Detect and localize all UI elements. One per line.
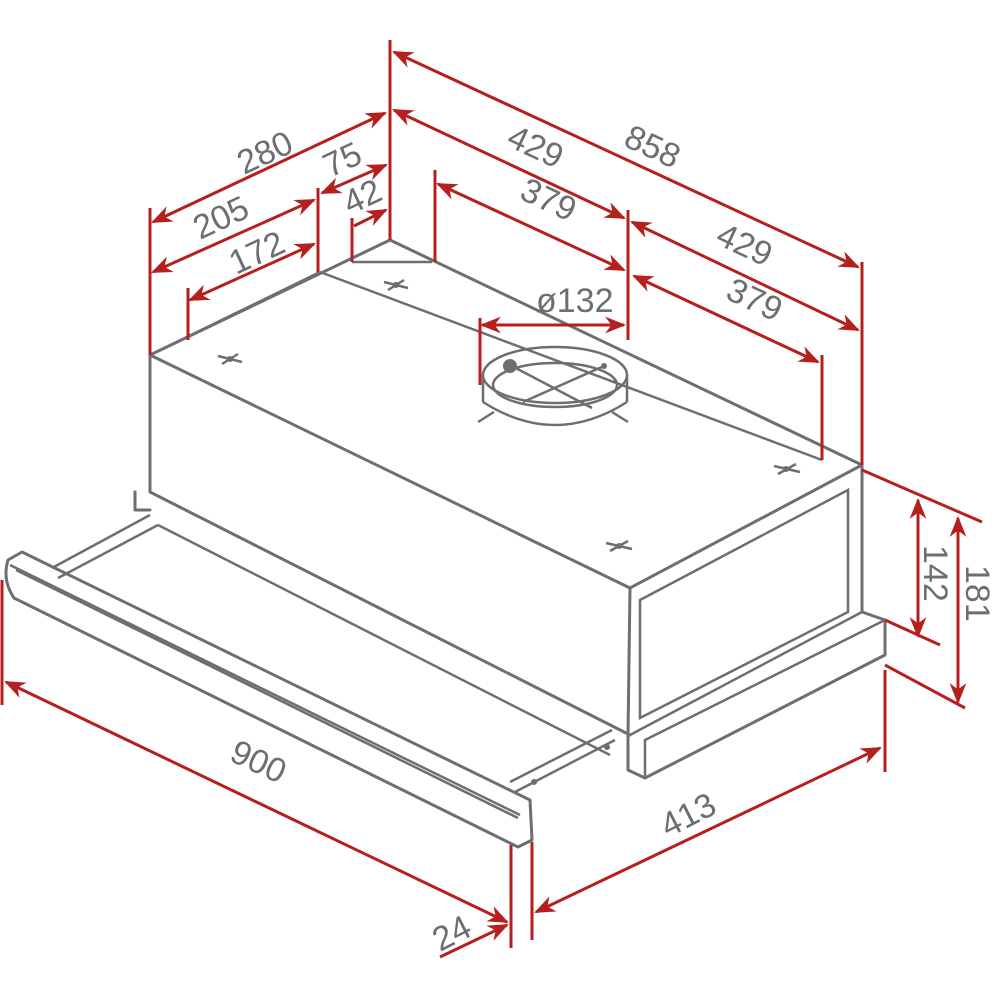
visor-left-bracket	[133, 490, 152, 512]
dimension-labels: 280 205 172 75 42 858 429 379 429 379 ø1…	[187, 118, 996, 959]
label-280: 280	[231, 124, 298, 182]
dim-429-left	[392, 108, 626, 220]
duct-collar	[477, 345, 629, 427]
sliding-visor	[4, 490, 616, 849]
visor-front-bar	[4, 550, 534, 849]
dim-205	[151, 198, 316, 274]
dim-858	[392, 50, 860, 269]
hood-body	[148, 238, 887, 780]
dim-379-right	[632, 274, 820, 364]
label-429-left: 429	[502, 118, 569, 176]
dim-900	[4, 680, 509, 924]
mounting-screw-icon	[605, 539, 633, 553]
top-edge-line	[149, 270, 321, 357]
label-858: 858	[619, 118, 686, 176]
right-base-edge	[643, 618, 886, 778]
mounting-screw-icon	[383, 278, 409, 292]
damper-pivot-icon	[503, 359, 517, 373]
dim-413	[534, 746, 882, 914]
visor-left-rail	[51, 513, 159, 580]
dim-42	[353, 208, 388, 228]
label-379-left: 379	[515, 171, 582, 229]
label-142: 142	[916, 545, 954, 602]
mounting-screw-icon	[217, 352, 243, 366]
dim-75	[320, 163, 388, 195]
ext-lines-front-right	[509, 842, 534, 948]
label-24: 24	[426, 908, 477, 959]
hood-right-face	[626, 463, 887, 780]
dimension-lines	[0, 40, 983, 959]
hood-right-panel	[638, 487, 850, 721]
label-900: 900	[225, 733, 292, 791]
right-lower-edge	[629, 610, 863, 737]
top-inner-line	[319, 270, 823, 462]
hood-front-bottom-edge	[148, 490, 632, 737]
visor-back-edge	[157, 523, 611, 757]
mounting-screw-icon	[773, 462, 801, 476]
dim-24	[439, 923, 509, 959]
dim-379-left	[436, 182, 626, 272]
label-duct-diameter: ø132	[536, 282, 614, 320]
visor-right-rail	[509, 728, 616, 794]
dim-172	[188, 242, 316, 302]
label-181: 181	[958, 565, 996, 622]
label-413: 413	[654, 786, 722, 846]
